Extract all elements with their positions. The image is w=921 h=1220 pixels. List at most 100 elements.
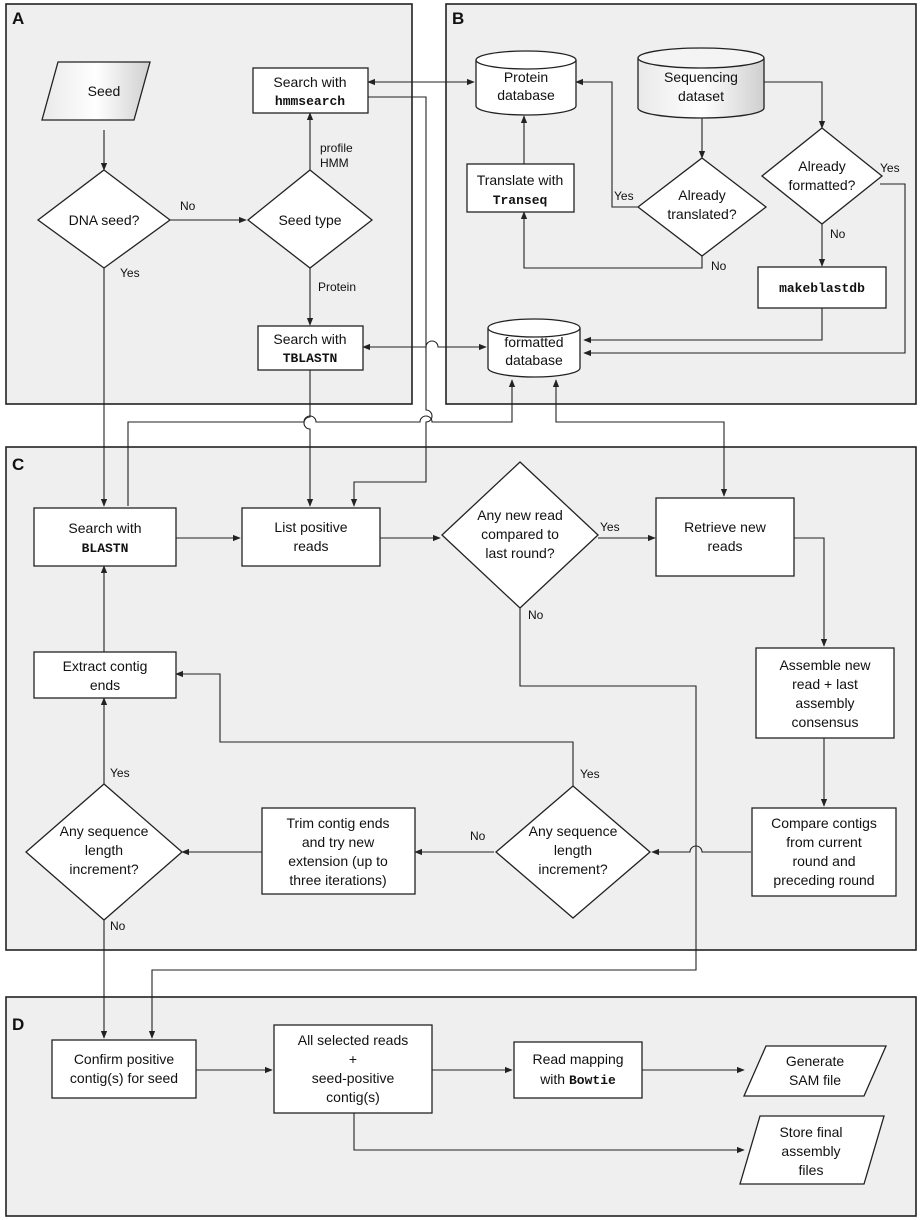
already-translated-line-2: translated? <box>667 206 736 222</box>
confirm-line-2: contig(s) for seed <box>70 1070 178 1086</box>
node-compare-contigs: Compare contigs from current round and p… <box>751 807 897 897</box>
compare-line-3: round and <box>792 853 855 869</box>
node-trim-contig: Trim contig ends and try new extension (… <box>261 807 416 895</box>
generate-sam-line-1: Generate <box>786 1053 845 1069</box>
node-formatted-database: formatted database <box>487 318 581 378</box>
node-read-mapping: Read mapping with Bowtie <box>513 1041 643 1099</box>
store-final-line-2: assembly <box>781 1143 840 1159</box>
formatted-db-line-1: formatted <box>504 334 563 350</box>
node-store-final: Store final assembly files <box>739 1115 885 1185</box>
label-newread-yes: Yes <box>600 520 620 534</box>
already-formatted-line-1: Already <box>798 158 845 174</box>
label-hmm: HMM <box>320 156 349 170</box>
all-selected-line-4: contig(s) <box>326 1089 380 1105</box>
extract-line-2: ends <box>90 677 120 693</box>
node-makeblastdb: makeblastdb <box>757 266 887 309</box>
inc-right-line-1: Any sequence <box>529 823 618 839</box>
assemble-line-2: read + last <box>792 676 858 692</box>
trim-line-3: extension (up to <box>288 853 388 869</box>
store-final-line-1: Store final <box>779 1124 842 1140</box>
node-extract-contig: Extract contig ends <box>33 651 177 699</box>
read-mapping-cmd: Bowtie <box>569 1073 616 1088</box>
compare-line-4: preceding round <box>773 872 874 888</box>
search-hmm-line-1: Search with <box>273 74 346 90</box>
confirm-line-1: Confirm positive <box>74 1051 175 1067</box>
node-already-translated: Already translated? <box>636 157 768 257</box>
trim-line-2: and try new <box>302 834 375 850</box>
edge-labels: No Yes profile HMM Protein Yes No Yes No… <box>110 141 900 933</box>
node-translate: Translate with Transeq <box>466 163 575 213</box>
node-already-formatted: Already formatted? <box>760 127 884 225</box>
translate-line-1: Translate with <box>477 172 564 188</box>
seed-type-label: Seed type <box>278 212 341 228</box>
node-seed-type: Seed type <box>246 169 374 269</box>
panel-label-d: D <box>12 1015 24 1034</box>
formatted-db-line-2: database <box>505 352 563 368</box>
node-protein-database: Protein database <box>475 50 577 116</box>
already-translated-line-1: Already <box>678 187 725 203</box>
node-search-tblastn: Search with TBLASTN <box>257 325 364 371</box>
any-new-read-line-3: last round? <box>485 545 554 561</box>
trim-line-1: Trim contig ends <box>287 815 390 831</box>
node-retrieve-new-reads: Retrieve new reads <box>655 497 795 577</box>
inc-left-line-3: increment? <box>69 861 138 877</box>
search-tblastn-cmd: TBLASTN <box>283 351 338 366</box>
read-mapping-line-2: with Bowtie <box>539 1071 616 1088</box>
edges <box>100 78 906 1154</box>
label-formatted-no: No <box>830 227 846 241</box>
label-newread-no: No <box>528 608 544 622</box>
protein-db-line-1: Protein <box>504 69 548 85</box>
compare-line-2: from current <box>786 834 862 850</box>
node-search-blastn: Search with BLASTN <box>33 507 177 567</box>
panel-label-a: A <box>12 9 24 28</box>
inc-left-line-2: length <box>85 842 123 858</box>
seq-dataset-line-2: dataset <box>678 88 724 104</box>
node-confirm-positive: Confirm positive contig(s) for seed <box>51 1039 197 1099</box>
all-selected-line-3: seed-positive <box>312 1070 395 1086</box>
assemble-line-3: assembly <box>795 695 854 711</box>
panel-label-c: C <box>12 455 24 474</box>
dna-seed-label: DNA seed? <box>69 212 140 228</box>
trim-line-4: three iterations) <box>289 872 386 888</box>
list-positive-line-1: List positive <box>274 519 347 535</box>
node-list-positive-reads: List positive reads <box>241 507 381 567</box>
translate-cmd: Transeq <box>493 193 548 208</box>
inc-left-line-1: Any sequence <box>60 823 149 839</box>
node-sequencing-dataset: Sequencing dataset <box>637 47 765 119</box>
read-mapping-with: with <box>539 1071 569 1087</box>
label-translated-no: No <box>711 259 727 273</box>
search-hmm-cmd: hmmsearch <box>275 94 345 109</box>
node-dna-seed: DNA seed? <box>36 169 172 269</box>
inc-right-line-3: increment? <box>538 861 607 877</box>
all-selected-line-2: + <box>349 1051 357 1067</box>
all-selected-line-1: All selected reads <box>298 1032 409 1048</box>
panel-label-b: B <box>452 9 464 28</box>
store-final-line-3: files <box>799 1162 824 1178</box>
generate-sam-line-2: SAM file <box>789 1072 841 1088</box>
node-any-seq-inc-right: Any sequence length increment? <box>495 785 651 919</box>
node-search-hmmsearch: Search with hmmsearch <box>252 67 369 114</box>
label-protein: Protein <box>318 280 356 294</box>
node-seed: Seed <box>41 61 151 121</box>
label-inc-right-no: No <box>470 829 486 843</box>
seed-label: Seed <box>88 83 121 99</box>
compare-line-1: Compare contigs <box>771 815 877 831</box>
node-any-new-read: Any new read compared to last round? <box>441 461 599 609</box>
node-generate-sam: Generate SAM file <box>743 1045 887 1097</box>
node-all-selected-reads: All selected reads + seed-positive conti… <box>273 1024 433 1114</box>
search-tblastn-line-1: Search with <box>273 331 346 347</box>
node-assemble: Assemble new read + last assembly consen… <box>755 647 895 739</box>
label-profile: profile <box>320 141 353 155</box>
assemble-line-1: Assemble new <box>779 657 871 673</box>
label-dna-no: No <box>180 199 196 213</box>
label-translated-yes: Yes <box>614 189 634 203</box>
inc-right-line-2: length <box>554 842 592 858</box>
any-new-read-line-2: compared to <box>481 526 559 542</box>
label-inc-left-yes: Yes <box>110 766 130 780</box>
list-positive-line-2: reads <box>293 538 328 554</box>
protein-db-line-2: database <box>497 87 555 103</box>
label-inc-left-no: No <box>110 919 126 933</box>
node-any-seq-inc-left: Any sequence length increment? <box>25 783 183 921</box>
search-blastn-cmd: BLASTN <box>82 541 129 556</box>
